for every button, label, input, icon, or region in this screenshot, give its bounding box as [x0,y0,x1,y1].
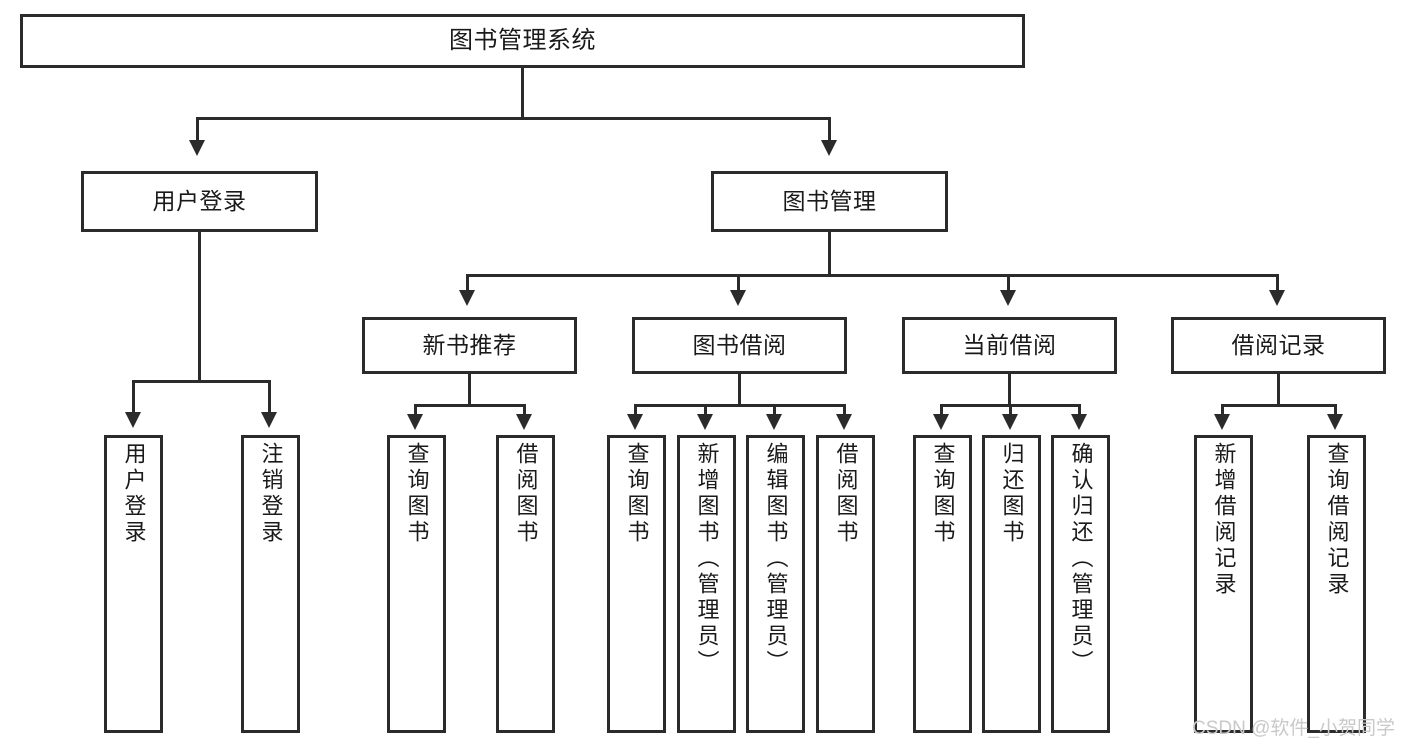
leaf-book-borrow-borrow-book[interactable]: 借阅图书 [816,435,875,733]
arrowhead-cb-to-leaf-3 [1071,414,1087,430]
connector-bm-to-book-borrow [737,274,740,292]
connector-user-login-stem [198,232,201,382]
arrowhead-user-login-to-leaf-1 [125,412,141,428]
node-new-book-recommend[interactable]: 新书推荐 [362,317,577,374]
arrowhead-bb-to-leaf-4 [836,414,852,430]
node-label: 注销登录 [258,442,284,546]
node-label: 当前借阅 [962,332,1057,359]
arrowhead-bm-to-book-borrow [730,290,746,306]
node-user-login[interactable]: 用户登录 [81,171,318,232]
arrowhead-bm-to-current-borrow [1000,290,1016,306]
connector-br-to-leaf-1 [1221,404,1224,416]
connector-new-book-bus [414,404,526,407]
node-label: 借阅图书 [833,442,859,546]
connector-cb-to-leaf-3 [1078,404,1081,416]
arrowhead-cb-to-leaf-1 [933,414,949,430]
connector-root-to-book-management [828,117,831,142]
node-label: 图书管理 [782,188,877,215]
connector-book-management-bus [466,274,1278,277]
connector-new-book-to-leaf-2 [523,404,526,416]
node-label: 借阅图书 [513,442,539,546]
connector-user-login-to-leaf-2 [268,380,271,414]
leaf-user-login-logout[interactable]: 注销登录 [241,435,300,733]
node-label: 新增借阅记录 [1211,442,1237,598]
node-label: 新增图书（管理员） [694,442,720,676]
connector-root-bus [196,117,831,120]
arrowhead-root-to-book-management [821,140,837,156]
leaf-borrow-record-add-record[interactable]: 新增借阅记录 [1194,435,1253,733]
node-book-management[interactable]: 图书管理 [711,171,948,232]
connector-user-login-bus [132,380,268,383]
node-label: 查询借阅记录 [1324,442,1350,598]
node-borrow-record[interactable]: 借阅记录 [1171,317,1386,374]
node-book-borrow[interactable]: 图书借阅 [632,317,847,374]
connector-book-management-stem [828,232,831,276]
node-label: 确认归还（管理员） [1068,442,1094,676]
connector-user-login-to-leaf-1 [132,380,135,414]
node-label: 新书推荐 [422,332,517,359]
leaf-user-login-login[interactable]: 用户登录 [104,435,163,733]
arrowhead-bb-to-leaf-1 [627,414,643,430]
node-label: 查询图书 [624,442,650,546]
node-label: 图书借阅 [692,332,787,359]
node-label: 借阅记录 [1231,332,1326,359]
node-label: 用户登录 [121,442,147,546]
connector-book-borrow-stem [738,374,741,406]
connector-cb-to-leaf-2 [1009,404,1012,416]
arrowhead-new-book-to-leaf-2 [516,414,532,430]
leaf-current-borrow-query-book[interactable]: 查询图书 [913,435,972,733]
connector-bb-to-leaf-2 [704,404,707,416]
connector-book-borrow-bus [634,404,846,407]
connector-cb-to-leaf-1 [940,404,943,416]
leaf-book-borrow-edit-book-admin[interactable]: 编辑图书（管理员） [746,435,805,733]
leaf-current-borrow-confirm-return-admin[interactable]: 确认归还（管理员） [1051,435,1110,733]
connector-new-book-stem [468,374,471,406]
node-root-book-management-system[interactable]: 图书管理系统 [20,14,1025,68]
node-label: 用户登录 [152,188,247,215]
arrowhead-user-login-to-leaf-2 [261,412,277,428]
connector-new-book-to-leaf-1 [414,404,417,416]
arrowhead-bb-to-leaf-2 [697,414,713,430]
connector-bm-to-current-borrow [1007,274,1010,292]
connector-root-stem [521,68,524,119]
arrowhead-new-book-to-leaf-1 [407,414,423,430]
connector-bb-to-leaf-3 [773,404,776,416]
arrowhead-br-to-leaf-1 [1214,414,1230,430]
connector-borrow-record-stem [1277,374,1280,406]
node-label: 归还图书 [999,442,1025,546]
arrowhead-cb-to-leaf-2 [1002,414,1018,430]
node-label: 查询图书 [404,442,430,546]
leaf-borrow-record-query-record[interactable]: 查询借阅记录 [1307,435,1366,733]
connector-br-to-leaf-2 [1334,404,1337,416]
connector-bm-to-new-book [466,274,469,292]
node-label: 查询图书 [930,442,956,546]
connector-current-borrow-stem [1008,374,1011,406]
leaf-new-book-query-book[interactable]: 查询图书 [387,435,446,733]
leaf-book-borrow-query-book[interactable]: 查询图书 [607,435,666,733]
arrowhead-bb-to-leaf-3 [766,414,782,430]
arrowhead-bm-to-borrow-record [1269,290,1285,306]
leaf-book-borrow-add-book-admin[interactable]: 新增图书（管理员） [677,435,736,733]
node-current-borrow[interactable]: 当前借阅 [902,317,1117,374]
connector-bb-to-leaf-1 [634,404,637,416]
connector-bb-to-leaf-4 [843,404,846,416]
arrowhead-bm-to-new-book [459,290,475,306]
leaf-new-book-borrow-book[interactable]: 借阅图书 [496,435,555,733]
node-label: 编辑图书（管理员） [763,442,789,676]
arrowhead-br-to-leaf-2 [1327,414,1343,430]
connector-root-to-user-login [196,117,199,142]
arrowhead-root-to-user-login [189,140,205,156]
leaf-current-borrow-return-book[interactable]: 归还图书 [982,435,1041,733]
connector-bm-to-borrow-record [1276,274,1279,292]
connector-borrow-record-bus [1221,404,1337,407]
node-label: 图书管理系统 [449,27,596,55]
